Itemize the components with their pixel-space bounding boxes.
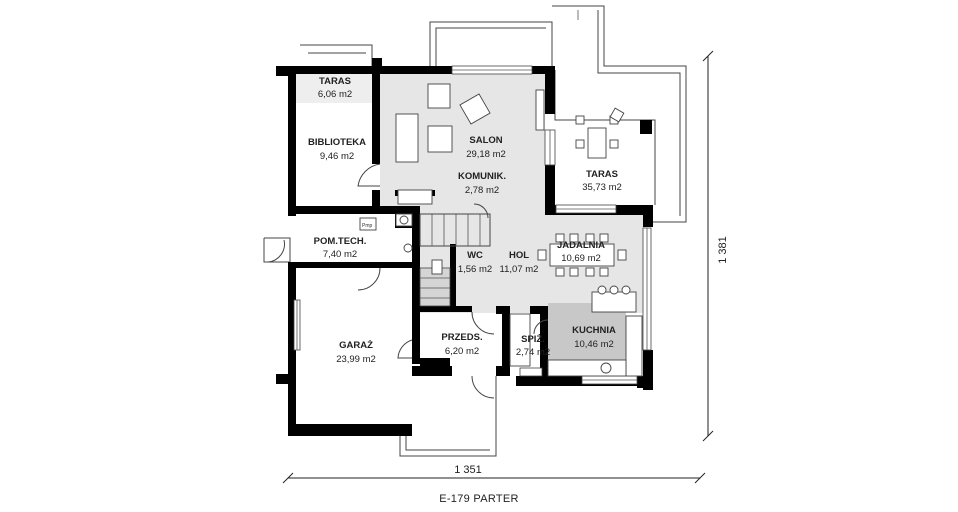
doors	[267, 163, 549, 399]
coffee-table	[427, 125, 453, 153]
wc-name: WC	[467, 250, 483, 261]
furniture: Pmp	[359, 83, 643, 377]
garaz-area: 23,99 m2	[336, 354, 376, 365]
spiz-area: 2,74 m2	[516, 347, 550, 358]
dimension-width: 1 351	[282, 464, 706, 484]
height-dimension-label: 1 381	[717, 236, 729, 264]
appliance-label: Pmp	[362, 223, 373, 229]
taras-small-floor	[290, 73, 372, 103]
przeds-area: 6,20 m2	[445, 346, 479, 357]
width-dimension-label: 1 351	[454, 464, 482, 476]
dining-table	[549, 243, 615, 267]
komunik-area: 2,78 m2	[465, 185, 499, 196]
armchair-2	[459, 93, 491, 125]
dimension-height: 1 381	[702, 50, 729, 442]
terrace-outlines	[263, 5, 687, 457]
garaz-name: GARAŻ	[339, 340, 373, 351]
wc-area: 1,56 m2	[458, 264, 492, 275]
salon-name: SALON	[469, 135, 502, 146]
taras-small-area: 6,06 m2	[318, 89, 352, 100]
taras-large-area: 35,73 m2	[582, 182, 622, 193]
plan-caption: E-179 PARTER	[439, 493, 519, 505]
fireplace	[397, 189, 433, 205]
spiz-name: SPIŻ.	[521, 334, 545, 345]
hol-name: HOL	[509, 250, 529, 261]
windows	[293, 65, 652, 385]
pom-tech-area: 7,40 m2	[323, 249, 357, 260]
kitchen-island	[591, 291, 637, 313]
salon-area: 29,18 m2	[466, 149, 506, 160]
biblioteka-name: BIBLIOTEKA	[308, 137, 366, 148]
taras-small-name: TARAS	[319, 76, 351, 87]
jadalnia-area: 10,69 m2	[561, 253, 601, 264]
armchair-1	[427, 83, 451, 109]
sofa	[395, 113, 419, 163]
pom-tech-name: POM.TECH.	[314, 236, 367, 247]
kuchnia-name: KUCHNIA	[572, 325, 616, 336]
toilet	[431, 259, 443, 275]
hol-area: 11,07 m2	[500, 264, 539, 275]
jadalnia-name: JADALNIA	[557, 240, 605, 251]
room-labels: TARAS 6,06 m2 BIBLIOTEKA 9,46 m2 SALON 2…	[308, 76, 622, 365]
terrace-table	[587, 127, 607, 159]
kitchen-floor	[548, 303, 626, 365]
taras-large-name: TARAS	[586, 169, 618, 180]
przeds-name: PRZEDS.	[441, 332, 482, 343]
boiler	[359, 217, 377, 231]
kuchnia-area: 10,46 m2	[574, 339, 614, 350]
komunik-name: KOMUNIK.	[458, 171, 506, 182]
biblioteka-area: 9,46 m2	[320, 151, 354, 162]
